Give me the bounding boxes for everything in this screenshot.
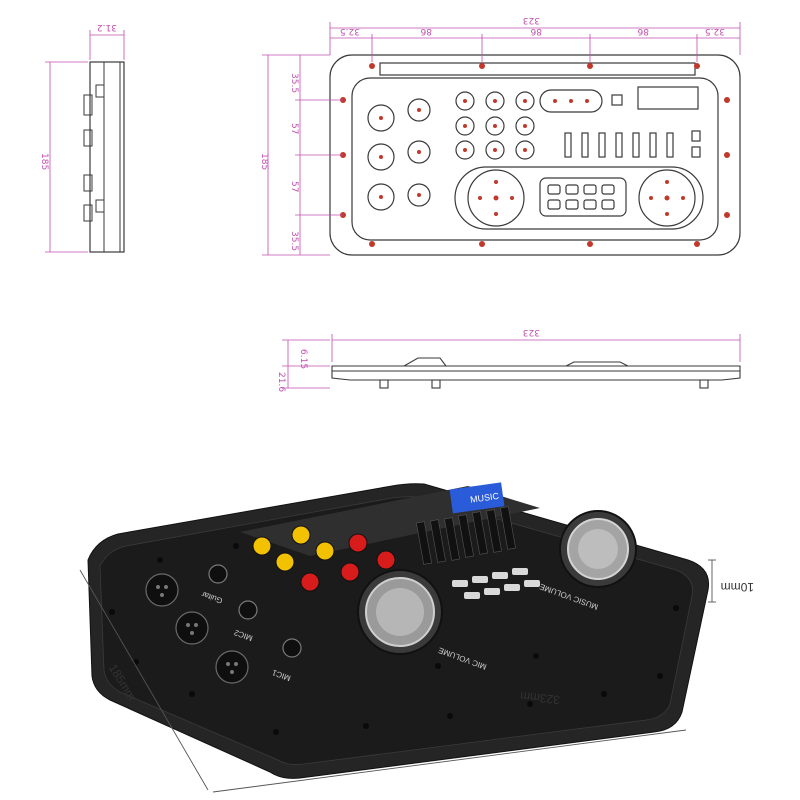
music-volume-knob (559, 510, 637, 588)
product-photo: MUSIC (87, 482, 710, 779)
top-row-segment-1: 35.5 (289, 73, 299, 93)
front-view-dimensions (282, 334, 741, 389)
top-width-label: 323 (523, 15, 540, 25)
top-view-drawing (329, 54, 741, 256)
photo-dimension-lines (79, 559, 716, 793)
front-width-label: 323 (523, 327, 540, 337)
top-segment-4: 86 (637, 26, 649, 36)
top-segment-2: 86 (420, 26, 432, 36)
top-segment-5: 32.5 (705, 26, 725, 36)
top-row-segment-3: 57 (289, 181, 299, 192)
display-text: MUSIC (470, 491, 501, 505)
side-depth-label: 31.2 (97, 22, 117, 32)
top-view-dimension-lines (262, 22, 741, 256)
top-segment-3: 86 (530, 26, 542, 36)
front-view-drawing (331, 357, 741, 389)
front-thickness-bottom: 21.6 (276, 372, 286, 392)
photo-width-label: 323mm (519, 689, 560, 707)
side-view-dimensions (45, 30, 125, 253)
photo-thickness-label: 10mm (721, 580, 754, 594)
mic-volume-knob (357, 569, 443, 655)
top-segment-1: 32.5 (340, 26, 360, 36)
side-height-label: 185 (39, 153, 49, 170)
top-view-screw-holes (340, 63, 730, 247)
top-row-segment-4: 35.5 (289, 231, 299, 251)
front-thickness-top: 6.15 (298, 349, 308, 369)
side-view-drawing (83, 61, 125, 253)
top-height-label: 185 (259, 153, 269, 170)
top-row-segment-2: 57 (289, 123, 299, 134)
